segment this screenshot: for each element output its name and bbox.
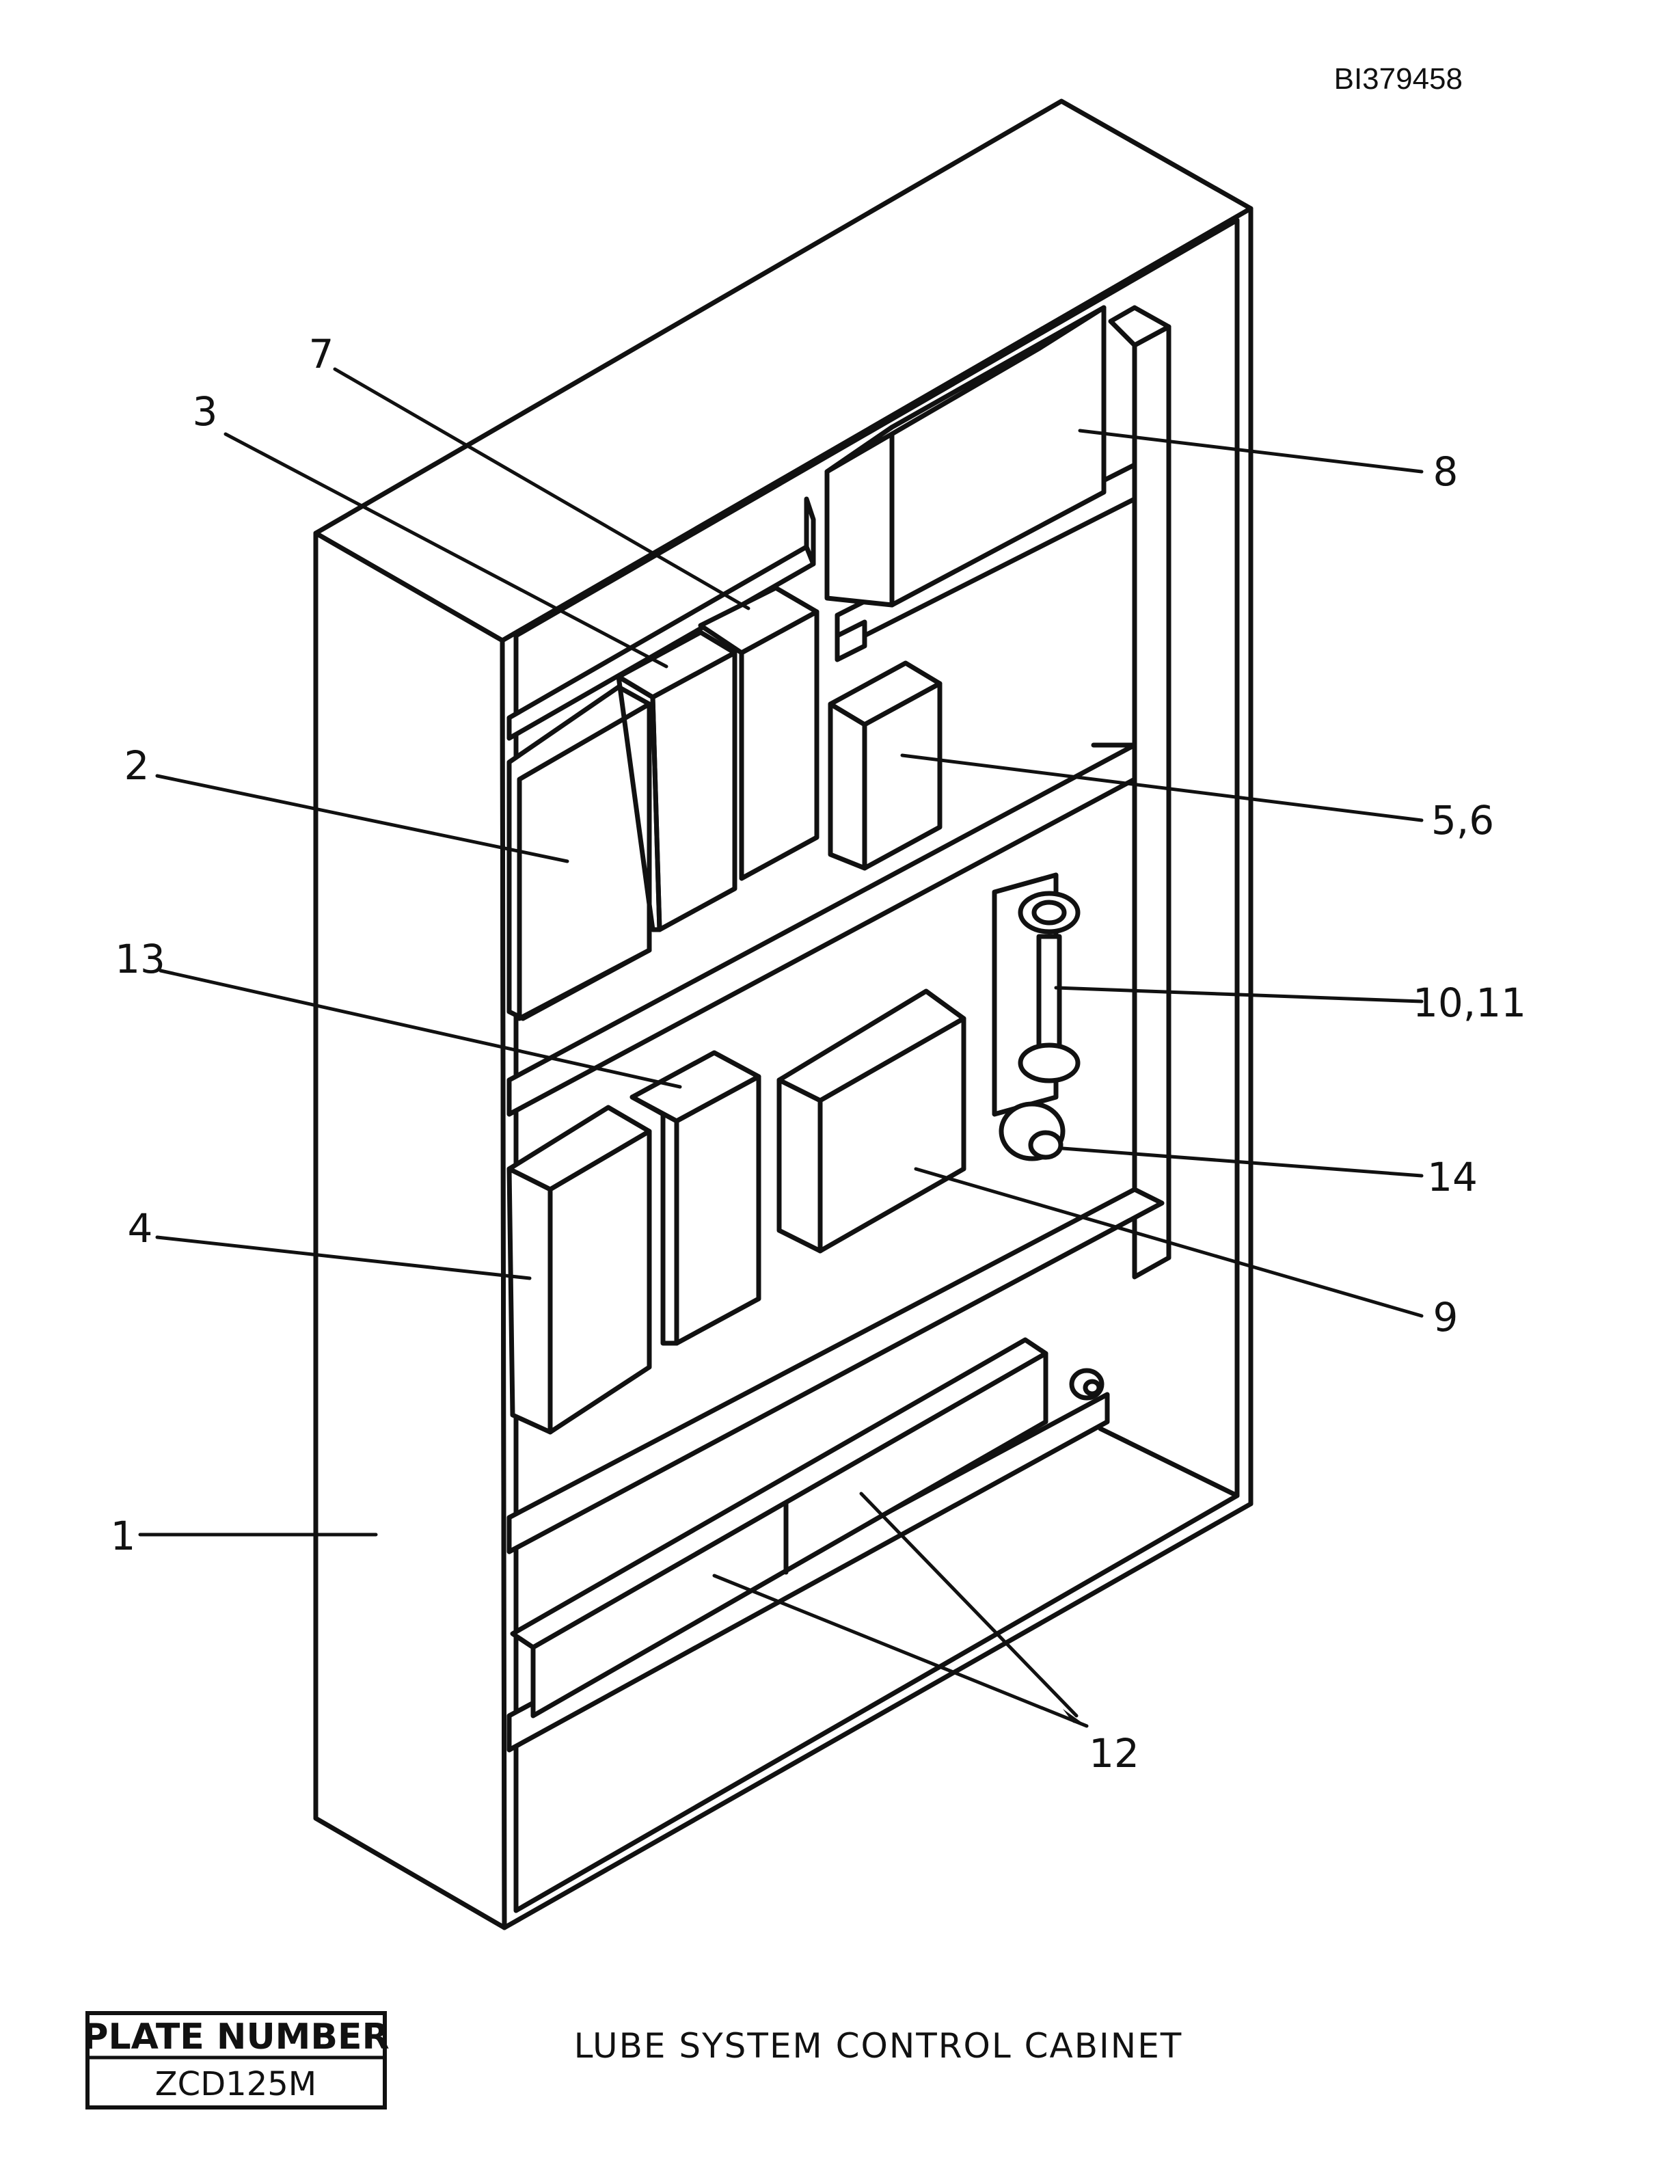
component-9: [776, 988, 966, 1254]
component-4: [506, 1105, 652, 1435]
document-id: BI379458: [1334, 62, 1463, 96]
component-14: [999, 1101, 1066, 1161]
plate-label: PLATE NUMBER: [82, 2017, 389, 2058]
component-10-11: [992, 872, 1081, 1117]
cabinet-body: [313, 98, 1254, 1930]
plate-number: ZCD125M: [155, 2065, 316, 2103]
callout-1: 1: [111, 1513, 136, 1559]
callouts: 1 2 3 4 5,6 7 8 9 10,11 12 13 14: [111, 331, 1526, 1777]
callout-12: 12: [1089, 1730, 1139, 1777]
component-7: [698, 585, 819, 881]
callout-2: 2: [124, 742, 150, 789]
component-13: [629, 1050, 761, 1346]
plate-box: PLATE NUMBER ZCD125M: [82, 2011, 390, 2109]
callout-5-6: 5,6: [1431, 797, 1494, 844]
leader-lines: [138, 367, 1424, 1728]
callout-13: 13: [115, 936, 165, 982]
component-3: [616, 630, 737, 932]
callout-7: 7: [309, 331, 334, 377]
component-5-6: [828, 660, 943, 871]
component-12: [510, 1337, 1048, 1718]
callout-10-11: 10,11: [1413, 980, 1526, 1026]
callout-4: 4: [128, 1205, 153, 1252]
diagram-title: LUBE SYSTEM CONTROL CABINET: [574, 2026, 1183, 2066]
component-8: [824, 305, 1107, 608]
callout-14: 14: [1427, 1154, 1478, 1200]
component-2: [506, 684, 652, 1021]
callout-3: 3: [193, 388, 218, 435]
callout-8: 8: [1433, 448, 1459, 495]
interior-panel: [506, 305, 1171, 1753]
callout-9: 9: [1433, 1294, 1459, 1340]
bolt: [1069, 1368, 1105, 1401]
